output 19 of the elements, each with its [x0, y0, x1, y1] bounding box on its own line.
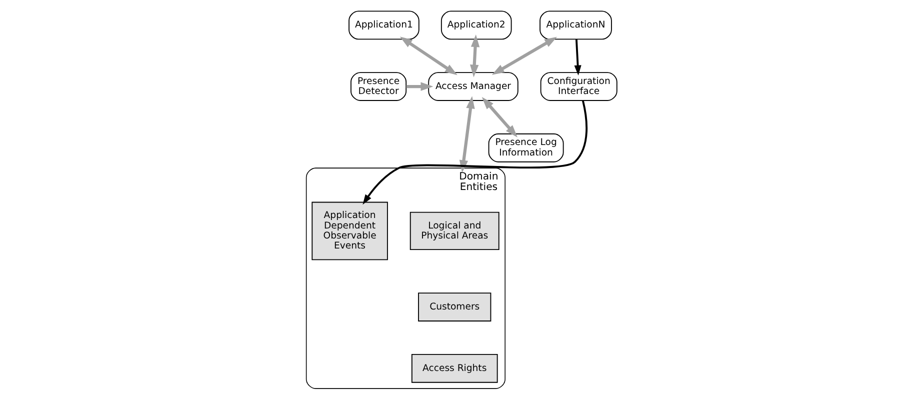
arrow [406, 82, 434, 91]
arrow [492, 36, 558, 75]
node-box: Presence Log Information [488, 133, 564, 162]
arrow [574, 39, 582, 76]
node-box: Application1 [348, 10, 420, 40]
node-box: Access Rights [411, 354, 498, 383]
node-box: Logical and Physical Areas [410, 212, 500, 250]
node-box: Application2 [440, 10, 512, 40]
node-box: ApplicationN [540, 10, 612, 40]
arrow [470, 34, 480, 78]
node-box: Application Dependent Observable Events [312, 202, 388, 260]
node-box: Presence Detector [350, 72, 407, 101]
arrow [362, 100, 588, 205]
node-box: Configuration Interface [540, 72, 618, 101]
arrow [482, 97, 518, 138]
node-box: Access Manager [428, 72, 518, 101]
node-box: Customers [418, 292, 492, 322]
arrow [400, 36, 458, 76]
arrow [459, 96, 475, 173]
